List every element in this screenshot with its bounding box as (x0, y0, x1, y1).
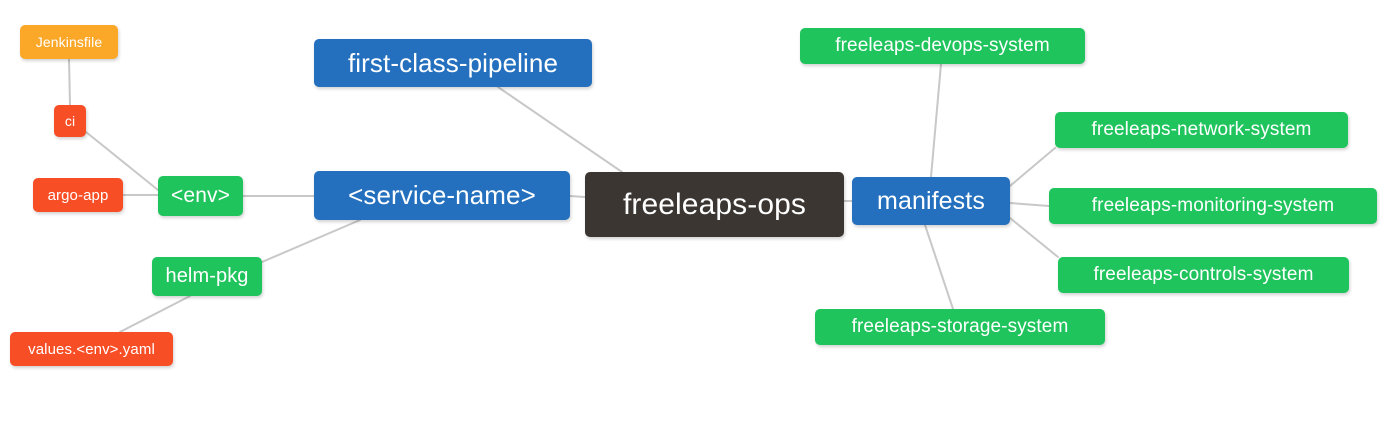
edge-freeleaps-network-system-to-manifests (1009, 147, 1056, 187)
edge-freeleaps-storage-system-to-manifests (924, 224, 954, 310)
edge-values-env-yaml-to-helm-pkg (119, 295, 191, 333)
edge-service-name-to-freeleaps-ops (569, 195, 586, 198)
node-helm-pkg[interactable]: helm-pkg (152, 257, 262, 296)
node-freeleaps-storage-system[interactable]: freeleaps-storage-system (815, 309, 1105, 345)
node-freeleaps-monitoring-system[interactable]: freeleaps-monitoring-system (1049, 188, 1377, 224)
edge-first-class-pipeline-to-freeleaps-ops (497, 86, 623, 173)
node-values-env-yaml[interactable]: values.<env>.yaml (10, 332, 173, 366)
node-argo-app[interactable]: argo-app (33, 178, 123, 212)
node-freeleaps-network-system[interactable]: freeleaps-network-system (1055, 112, 1348, 148)
node-service-name[interactable]: <service-name> (314, 171, 570, 220)
node-freeleaps-ops[interactable]: freeleaps-ops (585, 172, 844, 237)
edge-helm-pkg-to-service-name (261, 219, 361, 263)
node-env[interactable]: <env> (158, 176, 243, 216)
edge-jenkinsfile-to-ci (68, 58, 71, 106)
edge-freeleaps-monitoring-system-to-manifests (1009, 202, 1050, 207)
node-freeleaps-controls-system[interactable]: freeleaps-controls-system (1058, 257, 1349, 293)
edge-freeleaps-controls-system-to-manifests (1009, 217, 1059, 258)
node-first-class-pipeline[interactable]: first-class-pipeline (314, 39, 592, 87)
edge-freeleaps-devops-system-to-manifests (930, 63, 942, 178)
node-freeleaps-devops-system[interactable]: freeleaps-devops-system (800, 28, 1085, 64)
node-jenkinsfile[interactable]: Jenkinsfile (20, 25, 118, 59)
node-ci[interactable]: ci (54, 105, 86, 137)
node-manifests[interactable]: manifests (852, 177, 1010, 225)
